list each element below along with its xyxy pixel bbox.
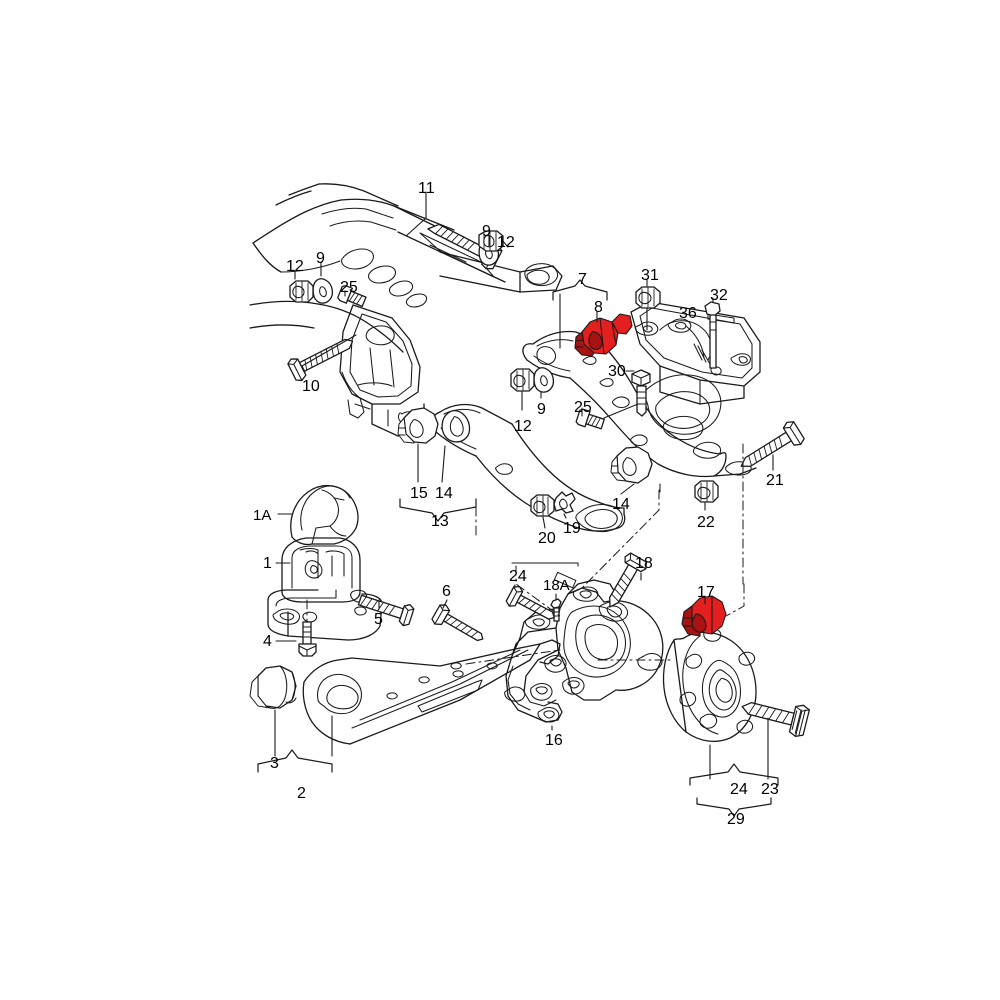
callout-20: 20 xyxy=(538,530,556,547)
bushing-8-graphic xyxy=(574,313,633,357)
nut-31-graphic xyxy=(635,286,661,309)
callout-23: 23 xyxy=(761,781,779,798)
callout-17: 17 xyxy=(697,584,715,601)
callout-11: 11 xyxy=(418,180,435,197)
wheel-hub-graphic xyxy=(662,628,757,743)
bracket-36-graphic xyxy=(630,301,761,405)
callout-14b: 14 xyxy=(612,496,630,513)
callout-30: 30 xyxy=(608,363,626,380)
callout-12a: 12 xyxy=(497,234,515,251)
callout-16: 16 xyxy=(545,732,563,749)
eccentric-19-graphic xyxy=(553,491,576,514)
callout-12b: 12 xyxy=(286,258,304,275)
callout-25a: 25 xyxy=(340,279,358,296)
nut-20-graphic xyxy=(530,494,555,517)
bolt-24b-graphic xyxy=(553,571,577,589)
callout-24a: 24 xyxy=(509,568,527,585)
callout-36: 36 xyxy=(679,305,697,322)
callout-9a: 9 xyxy=(482,223,491,240)
callout-1: 1 xyxy=(263,555,272,572)
bushing-15-graphic xyxy=(397,407,439,444)
bolt-5-graphic xyxy=(357,594,415,627)
callout-12c: 12 xyxy=(514,418,532,435)
mount-cover-1a-graphic xyxy=(290,485,359,546)
nut-12b-graphic xyxy=(289,280,314,303)
bushing-14a-graphic xyxy=(441,409,471,443)
callout-31: 31 xyxy=(641,267,659,284)
upper-link-graphic xyxy=(431,403,626,533)
washer-9b-graphic xyxy=(312,278,334,304)
callout-1a: 1A xyxy=(253,507,272,524)
callout-14a: 14 xyxy=(435,485,453,502)
mount-1-graphic xyxy=(267,537,383,641)
callout-8: 8 xyxy=(594,299,603,316)
bushing-17-graphic xyxy=(681,595,727,637)
callout-18a: 18A xyxy=(543,577,570,594)
stud-25a-graphic xyxy=(337,285,367,308)
callout-10: 10 xyxy=(302,378,320,395)
bolt-10-graphic xyxy=(287,338,354,382)
callout-22: 22 xyxy=(697,514,715,531)
callout-29: 29 xyxy=(727,811,745,828)
stud-25b-graphic xyxy=(575,408,605,430)
bushing-14b-graphic xyxy=(610,446,653,484)
nut-12a-graphic xyxy=(478,230,504,252)
callout-25b: 25 xyxy=(574,399,592,416)
callout-3: 3 xyxy=(270,755,279,772)
bolt-23-graphic xyxy=(741,702,811,737)
callout-5: 5 xyxy=(374,611,383,628)
bolt-4-graphic xyxy=(298,621,317,657)
nut-22-graphic xyxy=(694,480,719,503)
bolt-24a-graphic xyxy=(505,585,555,620)
nut-12c-graphic xyxy=(510,368,535,392)
callout-9c: 9 xyxy=(537,401,546,418)
bolt-30-graphic xyxy=(631,369,651,417)
callout-2: 2 xyxy=(297,785,306,802)
callout-19: 19 xyxy=(563,520,581,537)
rear-subframe-graphic xyxy=(249,183,563,437)
trailing-arm-graphic xyxy=(302,639,561,745)
callout-6: 6 xyxy=(442,583,451,600)
callout-7: 7 xyxy=(578,271,587,288)
callout-24b: 24 xyxy=(730,781,748,798)
pin-32-graphic xyxy=(704,301,721,369)
callout-21: 21 xyxy=(766,472,784,489)
lower-control-arm-graphic xyxy=(522,330,757,478)
callout-9b: 9 xyxy=(316,250,325,267)
callout-13: 13 xyxy=(431,513,449,530)
callout-32: 32 xyxy=(710,287,728,304)
callout-4: 4 xyxy=(263,633,272,650)
callout-18: 18 xyxy=(635,555,653,572)
bolt-21-graphic xyxy=(740,421,805,467)
bolt-18-graphic xyxy=(609,552,647,608)
bushing-3-graphic xyxy=(249,665,297,709)
callout-15: 15 xyxy=(410,485,428,502)
washer-9c-graphic xyxy=(533,367,555,393)
bolt-6-graphic xyxy=(431,604,484,642)
